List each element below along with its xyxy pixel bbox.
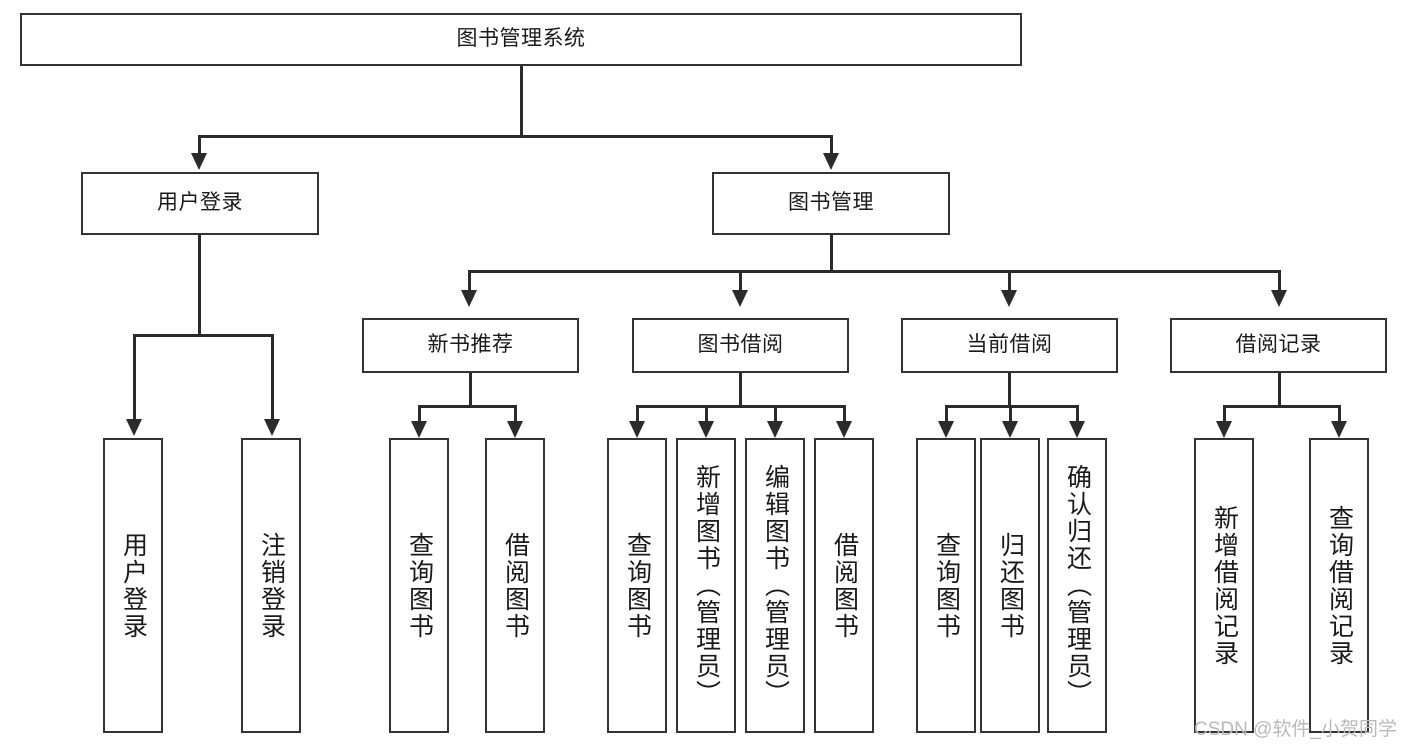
connector-user-login-stem bbox=[198, 235, 201, 336]
watermark: CSDN @软件_小贺同学 bbox=[1194, 719, 1397, 740]
arrowhead-to-new-book-recommend bbox=[461, 290, 477, 307]
node-label: 查询借阅记录 bbox=[1325, 504, 1354, 667]
arrowhead-to-book-borrow bbox=[732, 290, 748, 307]
connector-borrow-drop-3 bbox=[774, 405, 777, 423]
node-label: 新书推荐 bbox=[427, 333, 514, 357]
node-label: 用户登录 bbox=[119, 531, 148, 640]
connector-current-stem bbox=[1008, 373, 1011, 407]
connector-level3-drop-4 bbox=[1278, 270, 1281, 292]
node-label: 借阅图书 bbox=[501, 531, 530, 640]
arrowhead-record-leaf-2 bbox=[1331, 421, 1347, 438]
node-label: 确认归还（管理员） bbox=[1063, 464, 1092, 707]
node-label: 新增借阅记录 bbox=[1210, 504, 1239, 667]
arrowhead-borrow-leaf-1 bbox=[629, 421, 645, 438]
connector-level3-drop-1 bbox=[468, 270, 471, 292]
node-label: 查询图书 bbox=[405, 531, 434, 640]
arrowhead-borrow-leaf-4 bbox=[836, 421, 852, 438]
connector-current-bus bbox=[945, 405, 1078, 408]
connector-current-drop-2 bbox=[1009, 405, 1012, 423]
node-label: 借阅图书 bbox=[830, 531, 859, 640]
arrowhead-recommend-leaf-2 bbox=[507, 421, 523, 438]
node-label: 图书管理系统 bbox=[456, 27, 586, 51]
arrowhead-record-leaf-1 bbox=[1216, 421, 1232, 438]
node-label: 查询图书 bbox=[623, 531, 652, 640]
connector-root-drop-left bbox=[198, 135, 201, 157]
arrowhead-to-borrow-record bbox=[1271, 290, 1287, 307]
connector-level3-drop-3 bbox=[1008, 270, 1011, 292]
connector-recommend-bus bbox=[418, 405, 516, 408]
node-label: 注销登录 bbox=[257, 531, 286, 640]
connector-borrow-bus bbox=[636, 405, 844, 408]
connector-borrow-stem bbox=[739, 373, 742, 407]
connector-user-login-drop-1 bbox=[133, 334, 136, 421]
connector-user-login-bus bbox=[133, 334, 273, 337]
leaf-borrow-edit-book-admin[interactable]: 编辑图书（管理员） bbox=[745, 438, 805, 733]
node-label: 借阅记录 bbox=[1235, 333, 1322, 357]
connector-root-stem bbox=[520, 66, 523, 137]
leaf-current-return-book[interactable]: 归还图书 bbox=[980, 438, 1040, 733]
leaf-current-query-book[interactable]: 查询图书 bbox=[916, 438, 976, 733]
node-label: 新增图书（管理员） bbox=[692, 464, 721, 707]
node-label: 图书管理 bbox=[788, 191, 874, 215]
node-borrow-record[interactable]: 借阅记录 bbox=[1170, 318, 1387, 373]
connector-borrow-drop-2 bbox=[705, 405, 708, 423]
node-label: 归还图书 bbox=[996, 531, 1025, 640]
leaf-recommend-query-book[interactable]: 查询图书 bbox=[389, 438, 449, 733]
leaf-borrow-query-book[interactable]: 查询图书 bbox=[607, 438, 667, 733]
connector-borrow-drop-1 bbox=[636, 405, 639, 423]
leaf-current-confirm-return-admin[interactable]: 确认归还（管理员） bbox=[1047, 438, 1107, 733]
connector-recommend-drop-1 bbox=[418, 405, 421, 423]
node-book-borrow[interactable]: 图书借阅 bbox=[632, 318, 849, 373]
arrowhead-recommend-leaf-1 bbox=[411, 421, 427, 438]
connector-record-stem bbox=[1278, 373, 1281, 407]
connector-recommend-stem bbox=[469, 373, 472, 407]
node-new-book-recommend[interactable]: 新书推荐 bbox=[362, 318, 579, 373]
arrowhead-current-leaf-3 bbox=[1069, 421, 1085, 438]
arrowhead-borrow-leaf-2 bbox=[698, 421, 714, 438]
node-user-login[interactable]: 用户登录 bbox=[81, 172, 319, 235]
arrowhead-current-leaf-1 bbox=[938, 421, 954, 438]
arrowhead-to-book-management bbox=[823, 153, 839, 170]
node-label: 当前借阅 bbox=[966, 333, 1053, 357]
node-current-borrow[interactable]: 当前借阅 bbox=[901, 318, 1118, 373]
leaf-borrow-add-book-admin[interactable]: 新增图书（管理员） bbox=[676, 438, 736, 733]
arrowhead-to-user-login bbox=[191, 153, 207, 170]
connector-user-login-drop-2 bbox=[271, 334, 274, 421]
node-label: 编辑图书（管理员） bbox=[761, 464, 790, 707]
connector-record-drop-1 bbox=[1223, 405, 1226, 423]
node-label: 查询图书 bbox=[932, 531, 961, 640]
node-label: 用户登录 bbox=[157, 191, 243, 215]
node-label: 图书借阅 bbox=[697, 333, 784, 357]
leaf-logout[interactable]: 注销登录 bbox=[241, 438, 301, 733]
leaf-record-query-record[interactable]: 查询借阅记录 bbox=[1309, 438, 1369, 733]
arrowhead-to-leaf-logout bbox=[264, 419, 280, 436]
leaf-user-login[interactable]: 用户登录 bbox=[103, 438, 163, 733]
leaf-borrow-borrow-book[interactable]: 借阅图书 bbox=[814, 438, 874, 733]
connector-current-drop-3 bbox=[1076, 405, 1079, 423]
connector-root-drop-right bbox=[830, 135, 833, 157]
connector-level3-drop-2 bbox=[739, 270, 742, 292]
node-root-system[interactable]: 图书管理系统 bbox=[20, 13, 1022, 66]
leaf-recommend-borrow-book[interactable]: 借阅图书 bbox=[485, 438, 545, 733]
connector-borrow-drop-4 bbox=[843, 405, 846, 423]
connector-level3-bus bbox=[468, 270, 1280, 273]
arrowhead-to-current-borrow bbox=[1001, 290, 1017, 307]
connector-current-drop-1 bbox=[945, 405, 948, 423]
leaf-record-add-record[interactable]: 新增借阅记录 bbox=[1194, 438, 1254, 733]
node-book-management[interactable]: 图书管理 bbox=[712, 172, 950, 235]
connector-record-drop-2 bbox=[1338, 405, 1341, 423]
connector-recommend-drop-2 bbox=[514, 405, 517, 423]
arrowhead-borrow-leaf-3 bbox=[767, 421, 783, 438]
arrowhead-to-leaf-user-login bbox=[126, 419, 142, 436]
arrowhead-current-leaf-2 bbox=[1002, 421, 1018, 438]
connector-record-bus bbox=[1223, 405, 1340, 408]
connector-root-bus bbox=[198, 135, 832, 138]
connector-book-management-stem bbox=[830, 235, 833, 272]
